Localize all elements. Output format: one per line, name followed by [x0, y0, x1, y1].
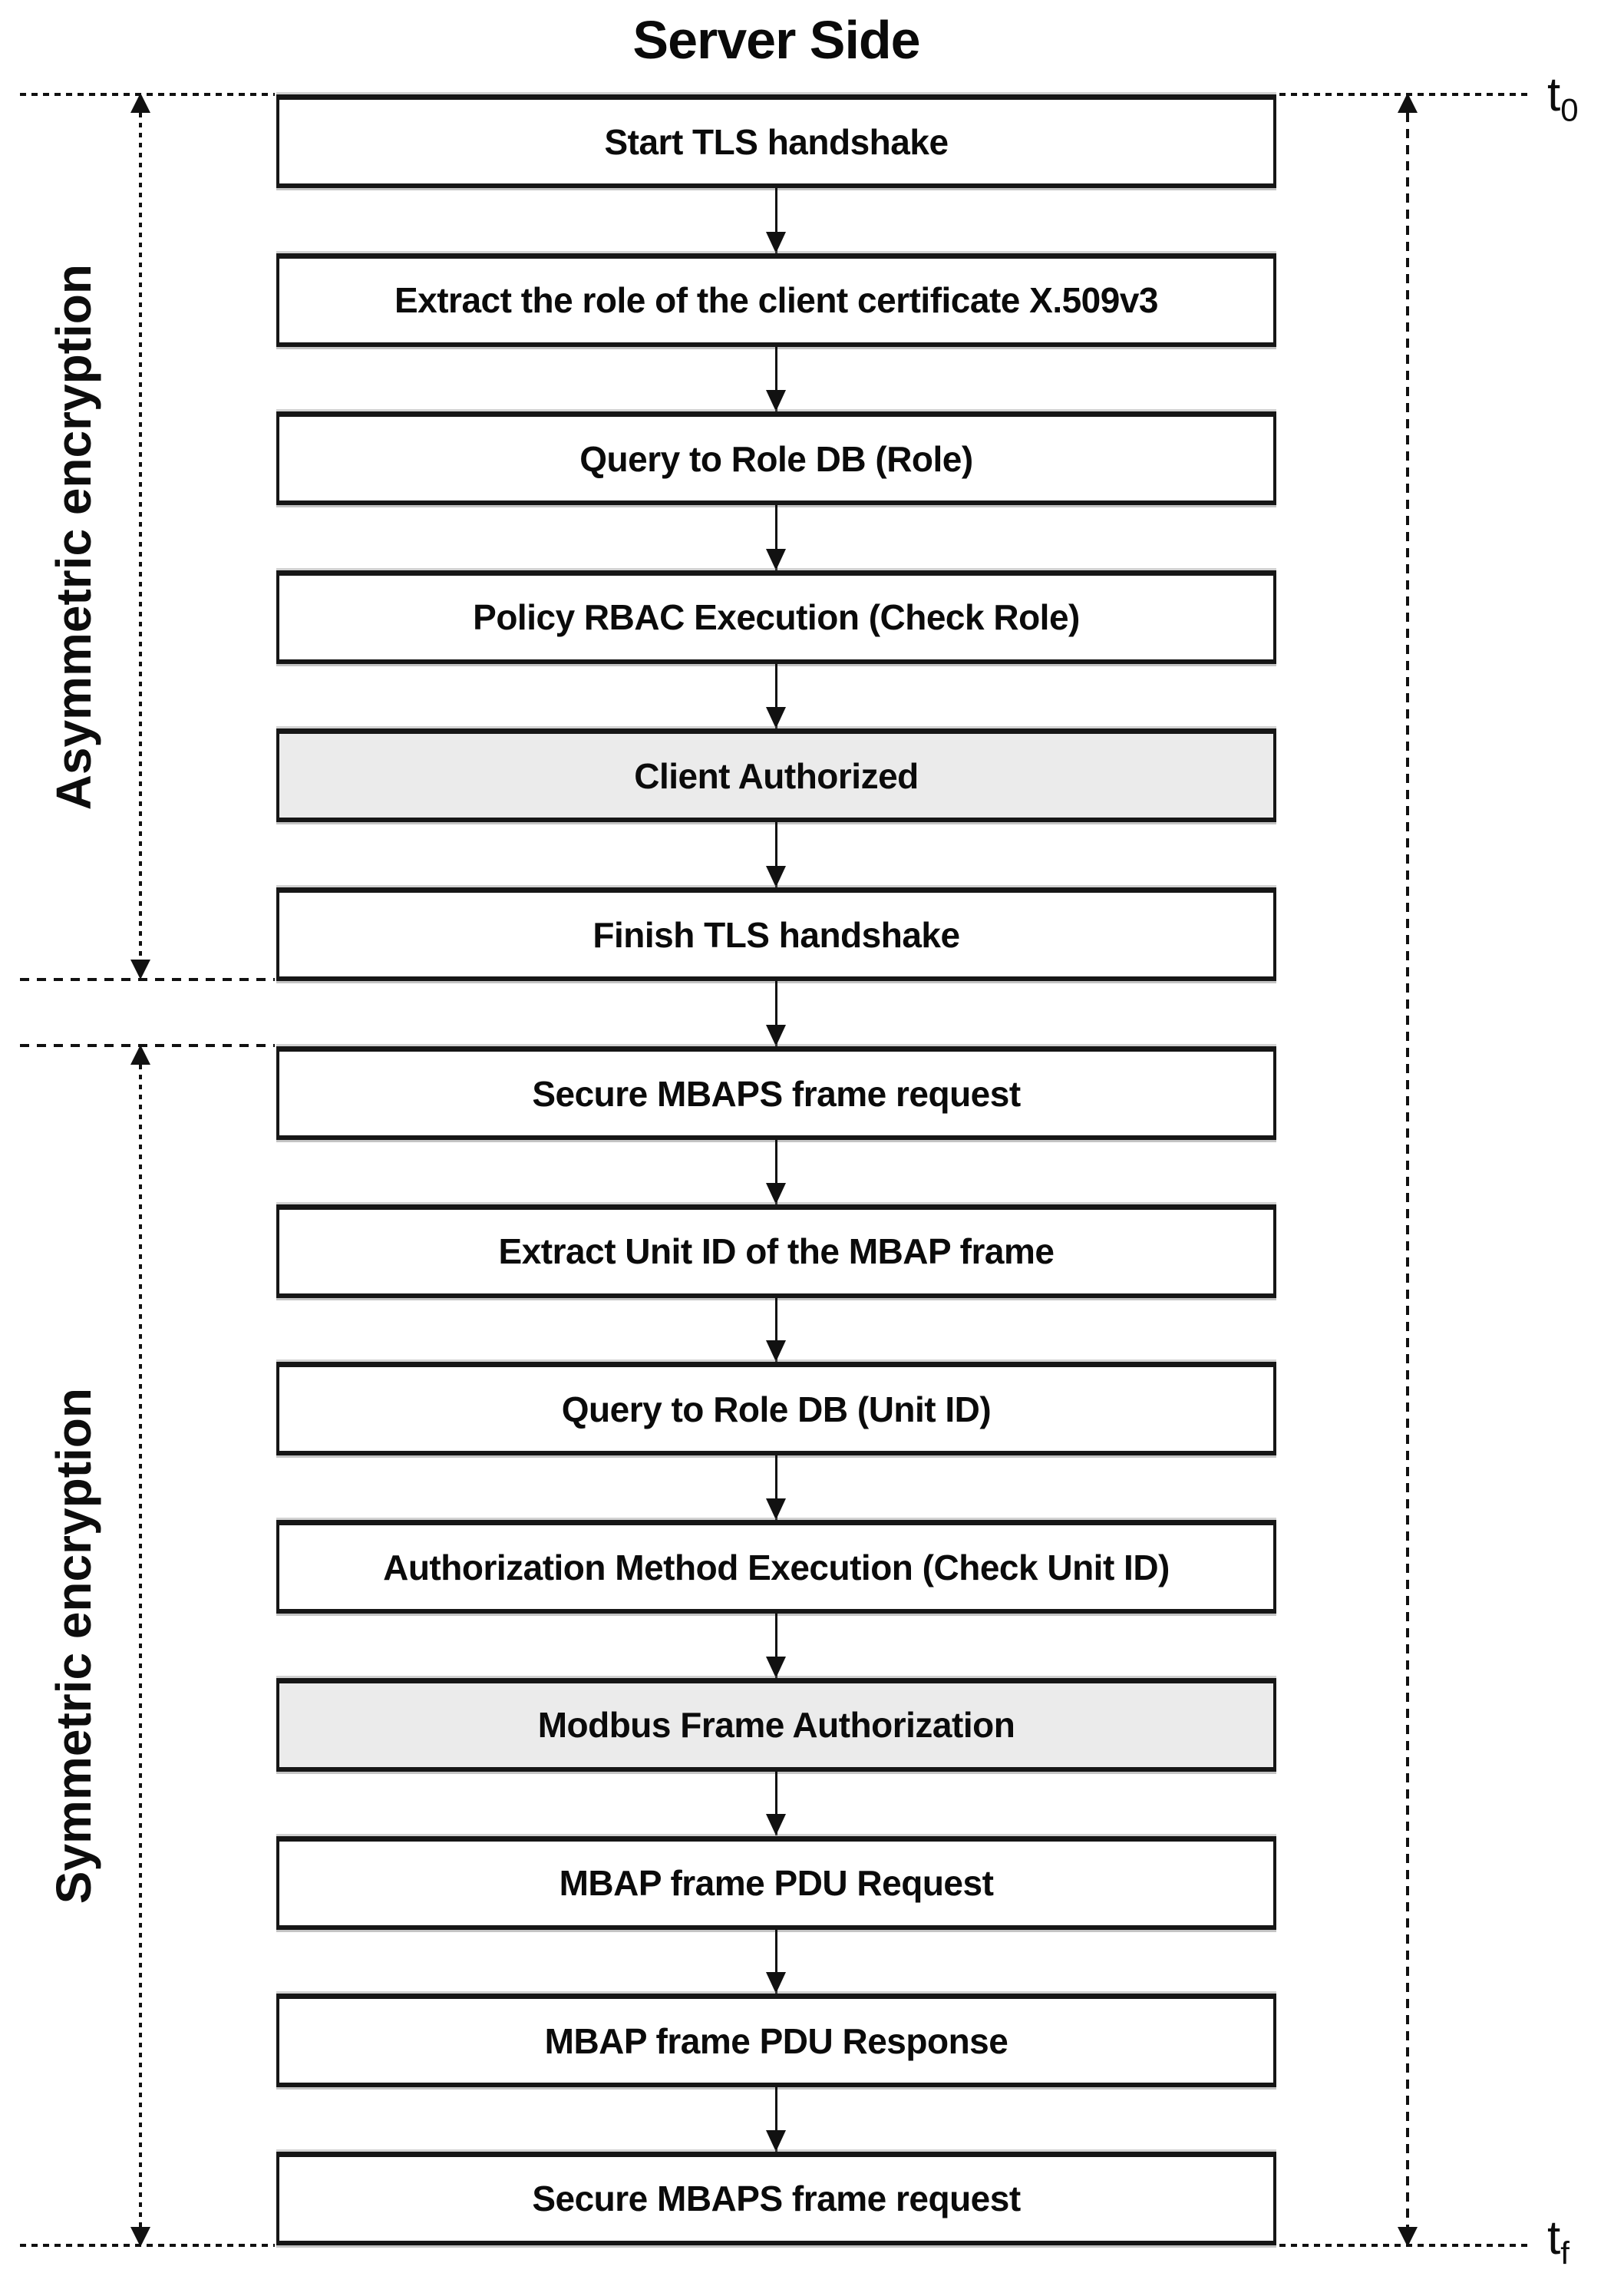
flow-arrow-icon [774, 346, 777, 412]
diagram-title: Server Side [632, 10, 920, 70]
flow-box-mbap-frame-pdu-response: MBAP frame PDU Response [276, 1994, 1276, 2088]
arrow-up-icon [130, 93, 150, 113]
arrow-down-icon [1398, 2227, 1418, 2247]
flow-box-policy-rbac-execution-check-role: Policy RBAC Execution (Check Role) [276, 570, 1276, 664]
flow-arrow-icon [774, 822, 777, 887]
flow-arrow-icon [774, 1614, 777, 1678]
flow-box-mbap-frame-pdu-request: MBAP frame PDU Request [276, 1835, 1276, 1930]
time-start-subscript: 0 [1560, 91, 1579, 128]
time-end-label: tf [1547, 2211, 1624, 2269]
section-label-symmetric-text: Symmetric encryption [46, 1387, 101, 1905]
time-start-label: t0 [1547, 68, 1624, 126]
flow-arrow-icon [774, 1929, 777, 1994]
flow-arrow-icon [774, 981, 777, 1046]
asymmetric-end-guide-line [20, 978, 275, 981]
section-label-asymmetric-text: Asymmetric encryption [46, 264, 101, 811]
flow-arrow-icon [774, 188, 777, 253]
flow-arrow-icon [774, 505, 777, 570]
flow-arrow-icon [774, 1140, 777, 1204]
flow-box-query-to-role-db-unit-id: Query to Role DB (Unit ID) [276, 1362, 1276, 1456]
flow-box-authorization-method-execution-check-unit-id: Authorization Method Execution (Check Un… [276, 1520, 1276, 1614]
time-end-subscript: f [1560, 2235, 1570, 2271]
dashed-shaft [1406, 113, 1409, 2227]
arrow-up-icon [1398, 93, 1418, 113]
flow-box-client-authorized: Client Authorized [276, 728, 1276, 823]
flow-arrow-icon [774, 663, 777, 729]
section-label-asymmetric-encryption: Asymmetric encryption [28, 154, 120, 921]
timeline-span-arrow [1396, 93, 1419, 2247]
arrow-down-icon [130, 960, 150, 980]
symmetric-span-arrow [129, 1045, 152, 2247]
dashed-shaft [139, 1065, 142, 2227]
arrow-down-icon [130, 2227, 150, 2247]
flow-box-modbus-frame-authorization: Modbus Frame Authorization [276, 1677, 1276, 1772]
flow-arrow-icon [774, 1297, 777, 1363]
dashed-shaft [139, 113, 142, 960]
arrow-up-icon [130, 1045, 150, 1065]
flow-arrow-icon [774, 2087, 777, 2152]
flow-box-finish-tls-handshake: Finish TLS handshake [276, 887, 1276, 981]
flow-box-secure-mbaps-frame-request: Secure MBAPS frame request [276, 1046, 1276, 1140]
section-label-symmetric-encryption: Symmetric encryption [28, 1262, 120, 2030]
flow-box-extract-unit-id-of-the-mbap-frame: Extract Unit ID of the MBAP frame [276, 1204, 1276, 1298]
flow-box-extract-the-role-of-the-client-certificate-x-509v3: Extract the role of the client certifica… [276, 253, 1276, 347]
flow-box-start-tls-handshake: Start TLS handshake [276, 94, 1276, 188]
flow-box-secure-mbaps-frame-request: Secure MBAPS frame request [276, 2151, 1276, 2245]
time-end-symbol: t [1547, 2212, 1561, 2265]
asymmetric-span-arrow [129, 93, 152, 980]
flow-arrow-icon [774, 1455, 777, 1521]
time-start-symbol: t [1547, 68, 1561, 121]
flow-box-query-to-role-db-role: Query to Role DB (Role) [276, 411, 1276, 506]
flow-arrow-icon [774, 1771, 777, 1836]
